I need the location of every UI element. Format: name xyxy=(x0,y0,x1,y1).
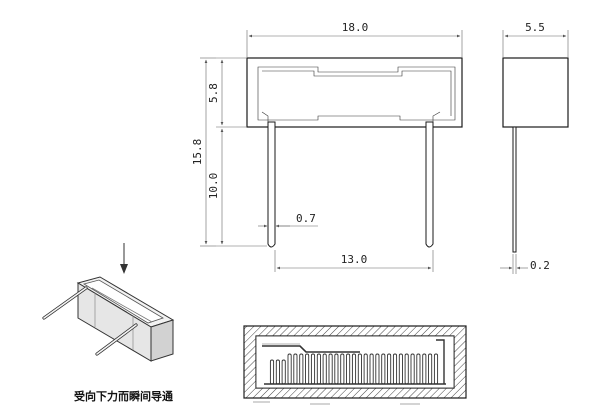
dim-height-upper: 5.8 xyxy=(207,57,246,128)
spring-coil xyxy=(375,353,380,385)
spring-coil xyxy=(381,353,386,385)
spring-coil xyxy=(351,353,357,385)
dim-depth: 5.5 xyxy=(502,21,569,57)
spring-coil xyxy=(410,353,415,385)
spring-coil xyxy=(398,353,403,385)
dim-width: 18.0 xyxy=(246,21,463,57)
dim-lead-spacing-label: 13.0 xyxy=(341,253,368,266)
spring-coil xyxy=(275,359,280,385)
dim-height-total: 15.8 xyxy=(191,57,216,247)
spring-coil xyxy=(363,353,368,385)
side-lead xyxy=(512,126,517,253)
spring-coil xyxy=(299,353,304,385)
front-left-lead xyxy=(267,121,276,248)
dim-height-total-label: 15.8 xyxy=(191,139,204,166)
dim-height-upper-label: 5.8 xyxy=(207,83,220,103)
dim-lead-length: 10.0 xyxy=(207,128,267,247)
isometric-view xyxy=(42,243,175,362)
spring-coil xyxy=(287,353,292,385)
front-body-outline xyxy=(246,57,463,128)
cross-section-view xyxy=(243,325,467,405)
dim-depth-label: 5.5 xyxy=(525,21,545,34)
spring-coil xyxy=(310,353,316,385)
front-right-lead xyxy=(425,121,434,248)
iso-right-face xyxy=(150,319,174,362)
spring-coil xyxy=(293,353,298,385)
spring-coil xyxy=(316,353,321,385)
spring-coil xyxy=(340,353,345,385)
spring-coil xyxy=(416,353,421,385)
dim-lead-diameter-label: 0.7 xyxy=(296,212,316,225)
caption: 受向下力而瞬间导通 xyxy=(74,389,173,403)
spring-coil xyxy=(346,353,351,385)
spring-coil xyxy=(328,353,333,385)
section-upper-contact xyxy=(262,345,360,353)
front-inner-contour-2 xyxy=(262,70,452,116)
left-lead-bend xyxy=(261,111,269,122)
dim-width-label: 18.0 xyxy=(342,21,369,34)
spring-coil xyxy=(369,353,374,385)
spring-coil xyxy=(305,353,310,385)
side-view xyxy=(502,57,569,253)
iso-cavity xyxy=(82,279,164,324)
dim-lead-spacing: 13.0 xyxy=(274,250,434,272)
spring-coil xyxy=(357,353,362,385)
spring-coil xyxy=(433,353,439,385)
spring-coil xyxy=(404,353,409,385)
spring-coil xyxy=(387,353,392,385)
spring-coil xyxy=(428,353,433,385)
dim-lead-thickness: 0.2 xyxy=(500,254,550,274)
dim-lead-diameter: 0.7 xyxy=(258,212,318,228)
section-right-hook xyxy=(436,339,445,384)
front-view xyxy=(246,57,463,248)
section-spring-coils xyxy=(269,353,439,385)
spring-coil xyxy=(269,359,275,385)
spring-coil xyxy=(392,353,398,385)
spring-coil xyxy=(422,353,427,385)
front-inner-contour xyxy=(257,66,456,121)
force-arrow-head xyxy=(120,264,128,274)
spring-coil xyxy=(334,353,339,385)
side-body-outline xyxy=(502,57,569,128)
dim-lead-thickness-label: 0.2 xyxy=(530,259,550,272)
right-lead-bend xyxy=(432,111,441,122)
spring-coil xyxy=(322,353,327,385)
section-cavity xyxy=(255,335,455,389)
dim-lead-length-label: 10.0 xyxy=(207,173,220,200)
spring-coil xyxy=(281,359,286,385)
